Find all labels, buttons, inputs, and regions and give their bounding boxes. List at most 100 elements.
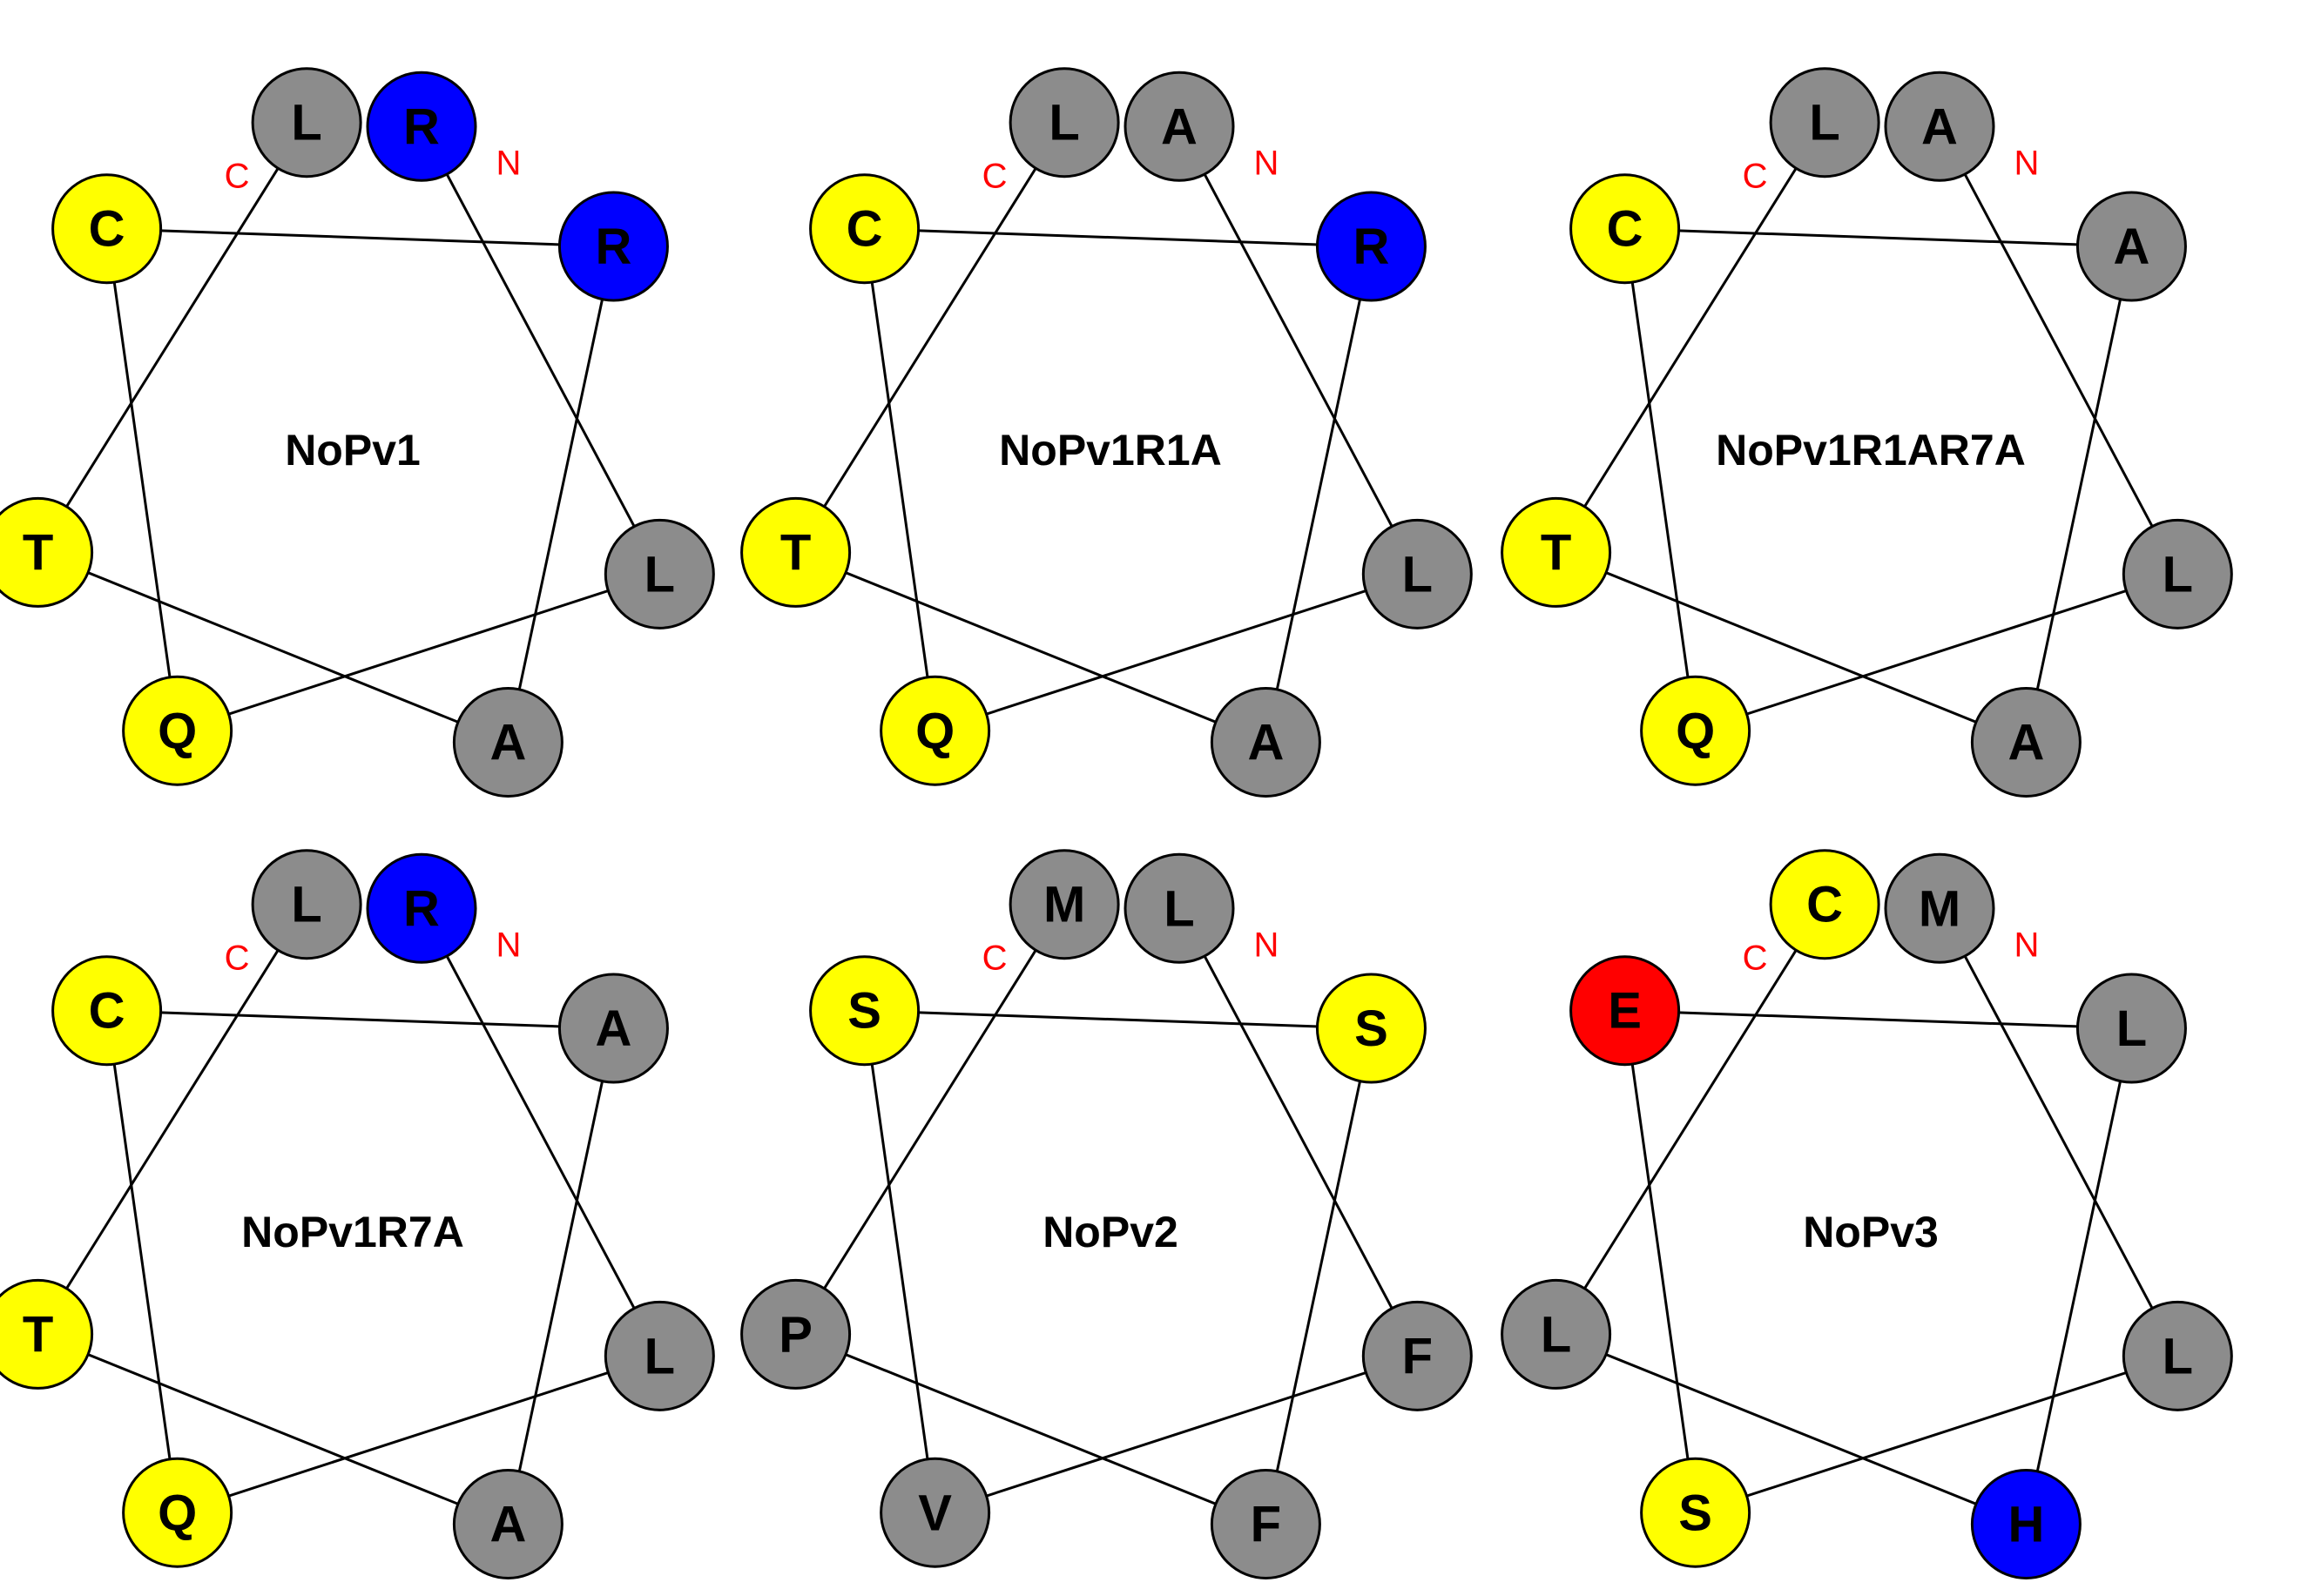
residue-node: L	[2122, 518, 2233, 630]
residue-node: L	[604, 1300, 715, 1411]
residue-circle	[1124, 852, 1235, 964]
residue-letter: F	[1402, 1328, 1433, 1384]
residue-letter: C	[1607, 201, 1643, 258]
residue-letter: C	[89, 983, 125, 1040]
residue-connector	[794, 903, 1066, 1336]
residue-node: Q	[122, 1457, 233, 1568]
n-terminus-label: N	[2014, 926, 2040, 964]
residue-letter: A	[2007, 715, 2044, 771]
residue-letter: L	[291, 95, 321, 152]
residue-node: T	[0, 496, 94, 608]
residue-node: L	[1361, 518, 1473, 630]
c-terminus-label: C	[982, 158, 1008, 196]
n-terminus-label: N	[1254, 144, 1279, 182]
residue-node: R	[366, 852, 477, 964]
residue-circle	[1640, 675, 1751, 786]
residue-node: L	[251, 67, 362, 178]
residue-node: L	[1501, 1278, 1612, 1390]
residue-connector	[105, 228, 179, 731]
residue-letter: L	[2163, 1328, 2193, 1384]
c-terminus-label: C	[225, 939, 250, 978]
residue-circle	[51, 173, 163, 285]
residue-connector	[795, 551, 1266, 744]
residue-circle	[1569, 173, 1681, 285]
residue-connector	[1177, 907, 1419, 1357]
residue-circle	[604, 518, 715, 630]
residue-circle	[1769, 67, 1880, 178]
residue-circle	[1501, 1278, 1612, 1390]
wheel-title: NoPv1R1AR7A	[1716, 426, 2026, 475]
residue-node: C	[51, 173, 163, 285]
residue-node: C	[809, 173, 921, 285]
residue-letter: L	[2116, 1000, 2147, 1057]
residue-circle	[557, 191, 669, 302]
residue-letter: L	[1402, 546, 1433, 603]
residue-connector	[2024, 1027, 2133, 1525]
residue-circle	[604, 1300, 715, 1411]
residue-letter: L	[291, 877, 321, 933]
residue-circle	[557, 973, 669, 1084]
residue-circle	[1884, 71, 1995, 182]
c-terminus-label: C	[982, 939, 1008, 978]
residue-connector	[794, 121, 1066, 554]
c-terminus-label: C	[1743, 158, 1768, 196]
residue-circle	[2122, 1300, 2233, 1411]
residue-circle	[1361, 518, 1473, 630]
n-terminus-label: N	[496, 144, 522, 182]
residue-node: F	[1210, 1469, 1321, 1580]
residue-letter: C	[1806, 877, 1843, 933]
residue-circle	[880, 1457, 991, 1568]
residue-letter: T	[23, 524, 53, 581]
residue-node: V	[880, 1457, 991, 1568]
wheel-title: NoPv1R7A	[241, 1208, 464, 1256]
residue-connector	[105, 1010, 179, 1513]
residue-letter: L	[1049, 95, 1079, 152]
residue-letter: T	[1541, 524, 1571, 581]
residue-connector	[1264, 1027, 1373, 1525]
residue-letter: A	[489, 715, 526, 771]
residue-circle	[2075, 973, 2187, 1084]
residue-letter: A	[2113, 219, 2149, 275]
residue-letter: L	[1164, 880, 1194, 937]
residue-connector	[1938, 125, 2179, 576]
residue-connector	[935, 1354, 1418, 1514]
residue-circle	[366, 71, 477, 182]
residue-connector	[1938, 907, 2179, 1357]
residue-connector	[106, 1009, 614, 1030]
residue-letter: R	[403, 98, 440, 155]
residue-node: R	[366, 71, 477, 182]
residue-circle	[1315, 191, 1427, 302]
residue-letter: C	[89, 201, 125, 258]
residue-letter: S	[847, 983, 881, 1040]
residue-circle	[1210, 1469, 1321, 1580]
residue-letter: M	[1043, 877, 1085, 933]
residue-letter: R	[1353, 219, 1389, 275]
residue-circle	[740, 1278, 852, 1390]
residue-node: Q	[1640, 675, 1751, 786]
residue-letter: A	[489, 1497, 526, 1553]
residue-node: A	[1884, 71, 1995, 182]
residue-connector	[420, 125, 661, 576]
residue-node: T	[740, 496, 852, 608]
residue-circle	[1009, 67, 1120, 178]
residue-letter: Q	[158, 1485, 197, 1541]
residue-node: M	[1884, 852, 1995, 964]
residue-letter: A	[1247, 715, 1284, 771]
residue-node: T	[1501, 496, 1612, 608]
residue-node: A	[1210, 687, 1321, 798]
residue-node: A	[452, 687, 563, 798]
residue-node: E	[1569, 955, 1681, 1067]
residue-connector	[1555, 121, 1826, 554]
residue-letter: S	[1354, 1000, 1388, 1057]
residue-circle	[1315, 973, 1427, 1084]
c-terminus-label: C	[225, 158, 250, 196]
residue-letter: L	[644, 546, 675, 603]
residue-circle	[1124, 71, 1235, 182]
residue-letter: L	[644, 1328, 675, 1384]
residue-circle	[1569, 955, 1681, 1067]
residue-letter: L	[1809, 95, 1839, 152]
residue-node: L	[251, 849, 362, 960]
residue-node: F	[1361, 1300, 1473, 1411]
